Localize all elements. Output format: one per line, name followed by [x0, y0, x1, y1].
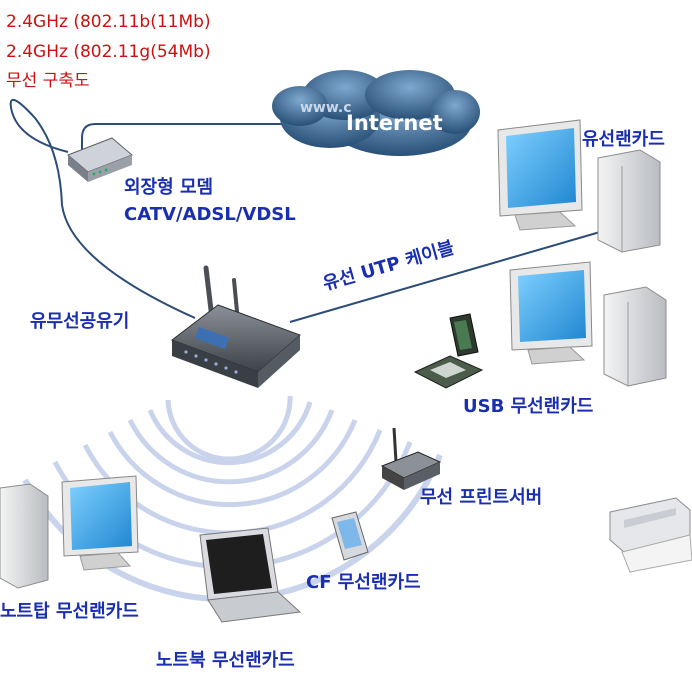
- printer: [609, 497, 692, 573]
- desktop-wired: [497, 119, 661, 253]
- label-modem-1: 외장형 모뎀: [124, 177, 213, 198]
- radio-wave: [147, 401, 313, 466]
- cloud-url-text: www.c: [300, 100, 352, 116]
- internet-cloud: www.c Internet: [272, 70, 480, 156]
- modem-router-cable: [9, 99, 196, 319]
- internet-cable: [81, 123, 290, 150]
- label-desktop-lan-card: 노트탑 무선랜카드: [0, 601, 139, 622]
- external-modem: [67, 137, 133, 182]
- label-usb-lan-card: USB 무선랜카드: [463, 396, 593, 417]
- label-wired-lan-card: 유선랜카드: [582, 129, 665, 150]
- usb-wireless-adapter: [413, 313, 484, 389]
- label-print-server: 무선 프린트서버: [420, 487, 542, 508]
- header-line-2: 2.4GHz (802.11g(54Mb): [6, 42, 211, 62]
- label-modem-2: CATV/ADSL/VDSL: [124, 204, 296, 225]
- desktop-wireless: [509, 261, 667, 387]
- print-server-device: [380, 427, 442, 490]
- radio-wave: [107, 419, 358, 508]
- header-line-1: 2.4GHz (802.11b(11Mb): [6, 12, 211, 32]
- cables: [9, 99, 601, 323]
- header-line-3: 무선 구축도: [6, 71, 90, 91]
- pda-device: [331, 511, 369, 561]
- wireless-router: [170, 265, 301, 388]
- label-cf-lan-card: CF 무선랜카드: [306, 572, 421, 593]
- desktop-left: [0, 475, 139, 589]
- internet-label: Internet: [346, 111, 443, 135]
- label-notebook-lan-card: 노트북 무선랜카드: [156, 650, 295, 671]
- utp-cable-line: [289, 231, 601, 323]
- radio-wave: [165, 395, 293, 462]
- label-utp-cable: 유선 UTP 케이블: [321, 237, 457, 295]
- laptop: [199, 527, 302, 623]
- label-router: 유무선공유기: [30, 311, 129, 332]
- radio-wave: [127, 409, 335, 485]
- router-leds: [184, 350, 238, 374]
